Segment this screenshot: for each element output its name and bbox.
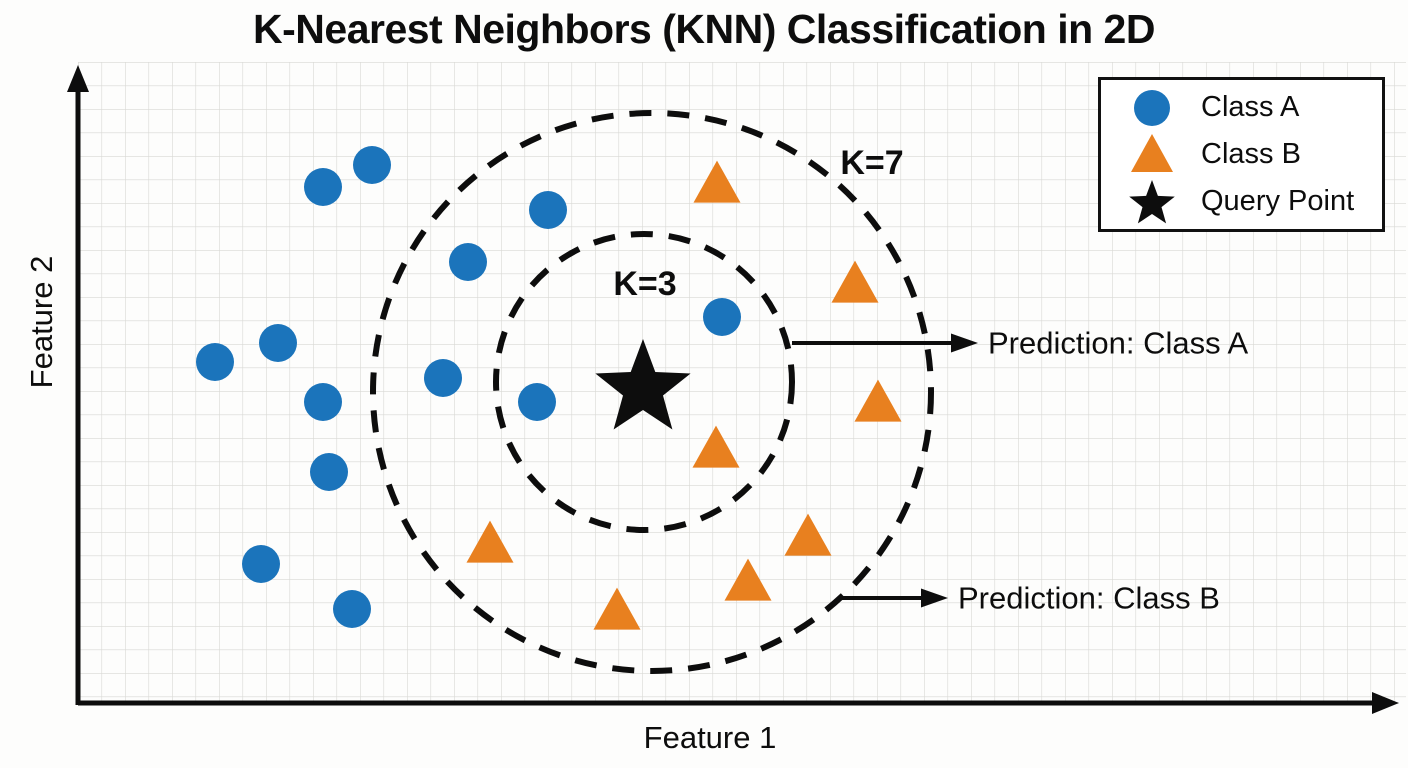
annotation-text-prediction-class-b: Prediction: Class B — [958, 581, 1220, 616]
class-b-point — [831, 260, 879, 303]
x-axis-arrowhead-icon — [1372, 692, 1399, 714]
legend-label: Class A — [1201, 91, 1300, 123]
class-a-point — [449, 243, 487, 281]
legend-item-class-a: Class A — [1121, 85, 1374, 131]
y-axis-arrowhead-icon — [67, 65, 89, 92]
class-b-point — [724, 558, 772, 601]
legend-item-class-b: Class B — [1121, 132, 1374, 178]
class-b-point — [692, 425, 740, 468]
class-a-point — [196, 343, 234, 381]
query-point-star — [595, 339, 691, 430]
class-a-point — [529, 191, 567, 229]
chart-title: K-Nearest Neighbors (KNN) Classification… — [253, 6, 1155, 52]
annotation-arrowhead-icon — [921, 588, 948, 608]
class-b-point — [693, 160, 741, 203]
class-a-point — [424, 359, 462, 397]
neighbor-circle-k-3 — [493, 231, 795, 533]
neighbor-circle-label-k-3: K=3 — [613, 265, 676, 303]
class-a-point — [304, 168, 342, 206]
legend-box: Class A Class B Query Point — [1098, 77, 1385, 232]
legend-label: Query Point — [1201, 185, 1355, 217]
legend-label: Class B — [1201, 138, 1301, 170]
class-b-point — [784, 513, 832, 556]
neighbor-circle-k-7 — [370, 110, 934, 674]
class-a-point — [703, 298, 741, 336]
x-axis-label: Feature 1 — [643, 720, 777, 755]
class-b-point — [466, 520, 514, 563]
class-a-point — [333, 590, 371, 628]
class-a-marker-icon — [1134, 89, 1170, 126]
class-b-point — [854, 379, 902, 422]
neighbor-circle-label-k-7: K=7 — [840, 144, 903, 182]
class-b-point — [593, 587, 641, 630]
class-a-point — [304, 383, 342, 421]
class-a-point — [518, 383, 556, 421]
class-a-point — [242, 545, 280, 583]
annotation-arrowhead-icon — [951, 333, 978, 353]
class-a-point — [259, 324, 297, 362]
class-a-point — [310, 453, 348, 491]
annotation-text-prediction-class-a: Prediction: Class A — [988, 326, 1248, 361]
query-point-marker-icon — [1129, 179, 1175, 223]
class-a-point — [353, 146, 391, 184]
y-axis-label: Feature 2 — [24, 255, 59, 389]
legend-item-query-point: Query Point — [1121, 179, 1374, 225]
class-b-marker-icon — [1131, 133, 1173, 172]
